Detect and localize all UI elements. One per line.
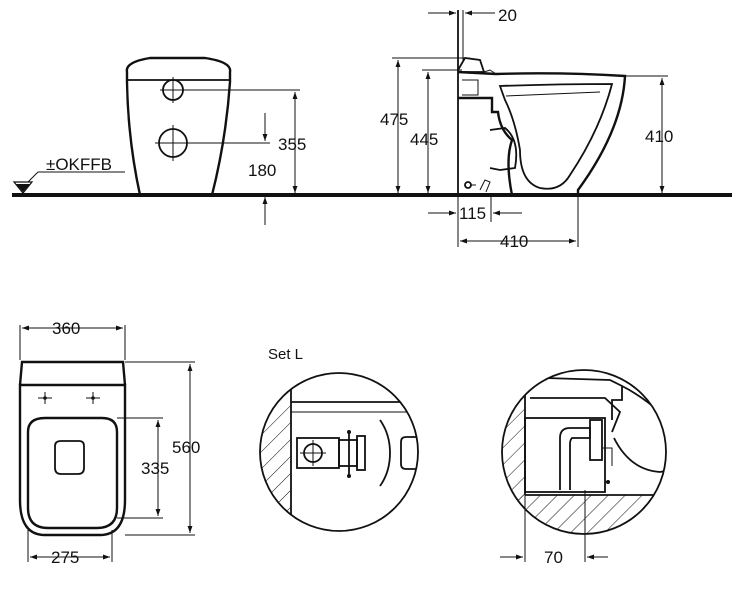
dim-wall-gap: 20 [498, 6, 517, 25]
detail-left: Set L [259, 346, 419, 532]
side-view-bowl-inner [498, 83, 614, 190]
outlet-hole-icon [155, 125, 191, 161]
dim-width: 360 [52, 319, 80, 338]
top-view-seat [26, 416, 119, 530]
front-view: 355 180 ±OKFFB [12, 56, 306, 225]
top-view: 360 560 335 275 [18, 319, 200, 567]
dim-projection: 410 [500, 232, 528, 251]
dim-length: 560 [172, 438, 200, 457]
detail-right-circle [501, 369, 667, 535]
dim-outlet-offset: 115 [459, 204, 486, 223]
dim-offset: 70 [544, 548, 563, 567]
dim-inner-height: 445 [410, 130, 438, 149]
fixing-point-left-icon [38, 392, 52, 404]
side-view: 20 475 445 410 115 410 [380, 6, 673, 251]
dim-height-outlet: 180 [248, 161, 276, 180]
dim-rim-height: 410 [645, 127, 673, 146]
top-view-body [18, 383, 127, 537]
side-view-bowl-outer [457, 70, 627, 197]
dim-total-height: 475 [380, 110, 408, 129]
dim-seat-width: 275 [51, 548, 79, 567]
detail-right: 70 [500, 369, 667, 567]
floor-label: ±OKFFB [46, 155, 112, 174]
detail-left-circle [259, 372, 419, 532]
dim-height-inlet: 355 [278, 135, 306, 154]
fixing-point-right-icon [86, 392, 100, 404]
dim-seat-depth: 335 [141, 459, 169, 478]
floor-reference-icon [12, 171, 125, 194]
detail-left-title: Set L [268, 346, 303, 363]
front-view-body [125, 56, 232, 197]
top-view-bowl-opening [54, 440, 85, 475]
inlet-hole-icon [160, 77, 186, 103]
